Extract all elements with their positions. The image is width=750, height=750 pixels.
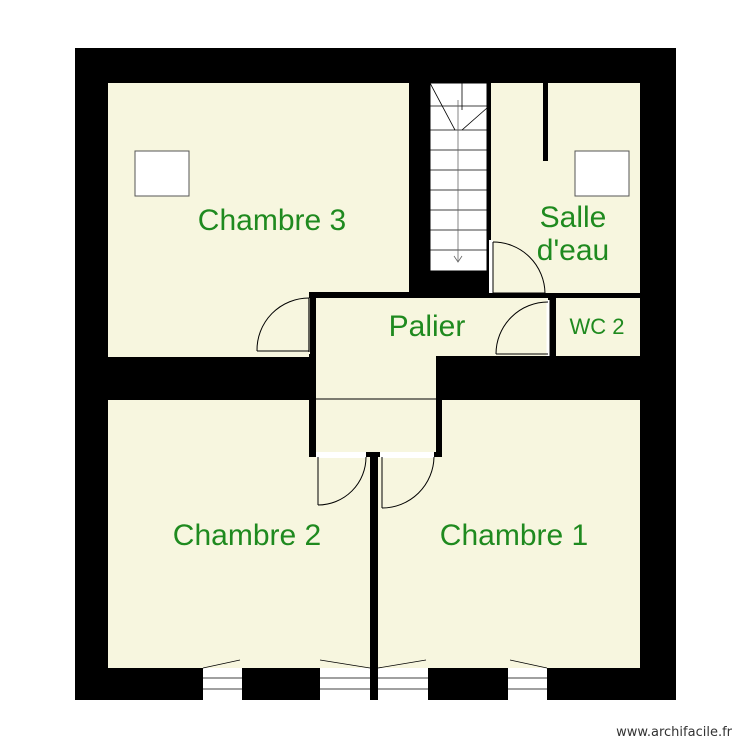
wall-wc-west bbox=[548, 298, 556, 356]
room-palier[interactable] bbox=[316, 298, 548, 356]
door-salle-eau[interactable] bbox=[489, 240, 546, 294]
wall-chambre3-east bbox=[409, 83, 430, 298]
wall-bedrooms-divider bbox=[370, 452, 378, 668]
watermark: www.archifacile.fr bbox=[616, 725, 732, 740]
room-wc-2[interactable] bbox=[556, 298, 640, 356]
window-2 bbox=[319, 659, 371, 700]
label-chambre-2: Chambre 2 bbox=[173, 519, 321, 552]
label-chambre-3: Chambre 3 bbox=[198, 204, 346, 237]
skylight-salle-eau bbox=[574, 150, 630, 197]
window-1 bbox=[202, 659, 242, 700]
door-chambre-1[interactable] bbox=[380, 452, 435, 509]
door-wc-2[interactable] bbox=[495, 300, 552, 356]
label-chambre-1: Chambre 1 bbox=[440, 519, 588, 552]
label-wc-2: WC 2 bbox=[570, 314, 625, 339]
window-3 bbox=[377, 659, 428, 700]
wall-middle-east bbox=[436, 356, 640, 400]
window-4 bbox=[508, 659, 548, 700]
wall-palier-north-2 bbox=[487, 293, 640, 298]
wall-salle-partition bbox=[543, 83, 548, 161]
label-palier: Palier bbox=[389, 310, 466, 343]
wall-middle-corridor-east bbox=[436, 356, 442, 452]
door-chambre-2[interactable] bbox=[316, 452, 367, 506]
wall-middle-west bbox=[108, 357, 309, 400]
room-chambre-1[interactable] bbox=[378, 400, 640, 668]
wall-palier-north bbox=[309, 292, 430, 298]
skylight-chambre-3 bbox=[134, 150, 190, 197]
wall-middle-corridor-west bbox=[309, 356, 316, 452]
door-chambre-3[interactable] bbox=[256, 297, 310, 354]
wall-palier-west bbox=[309, 292, 316, 358]
wall-stair-east bbox=[487, 83, 491, 293]
staircase bbox=[429, 82, 488, 272]
room-chambre-2[interactable] bbox=[108, 400, 370, 668]
label-salle-eau-line1: Salle bbox=[540, 201, 607, 234]
label-salle-eau-line2: d'eau bbox=[537, 234, 609, 267]
